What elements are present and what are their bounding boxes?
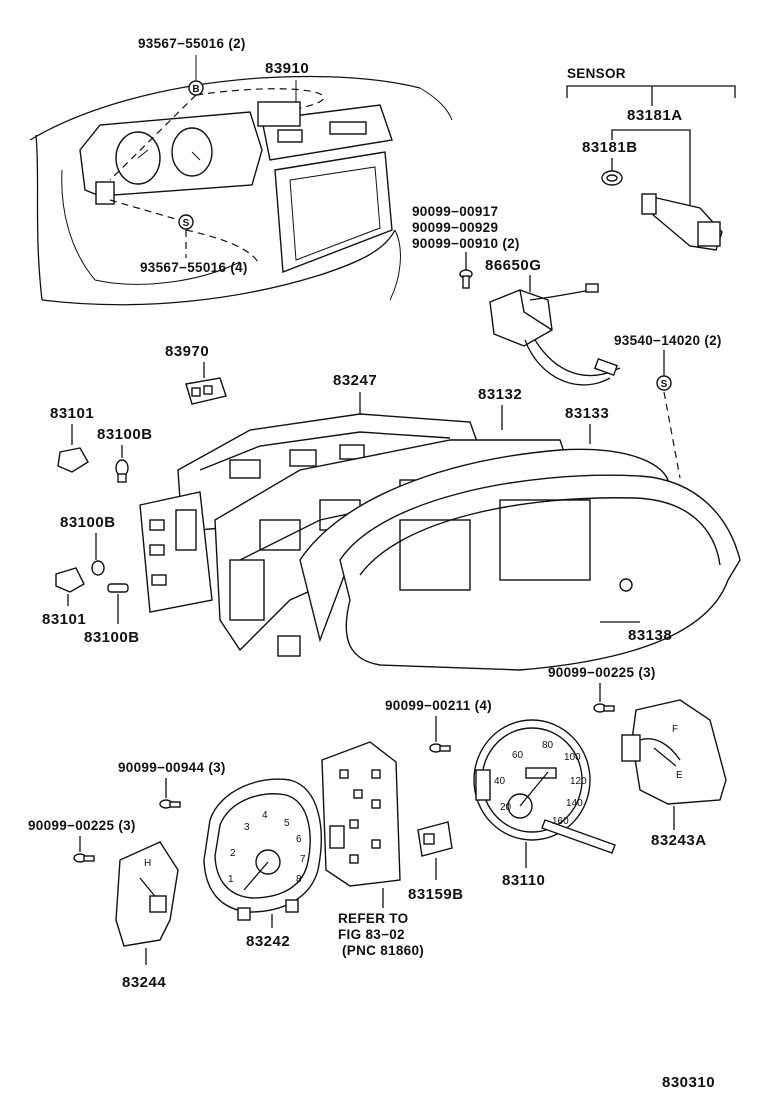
svg-text:3: 3 [244, 822, 250, 833]
svg-text:160: 160 [552, 816, 569, 827]
speedometer-83110: 20 40 60 80 100 120 140 160 [473, 719, 616, 854]
svg-text:120: 120 [570, 776, 587, 787]
diagram-number: 830310 [662, 1074, 715, 1091]
label-90099-00211: 90099−00211 (4) [385, 698, 492, 713]
svg-text:5: 5 [284, 818, 290, 829]
label-83247: 83247 [333, 372, 377, 389]
svg-text:E: E [676, 770, 683, 781]
label-83100B-bot: 83100B [84, 629, 140, 646]
badge-s-left: S [178, 214, 194, 230]
label-83970: 83970 [165, 343, 209, 360]
svg-text:100: 100 [564, 752, 581, 763]
label-83910: 83910 [265, 60, 309, 77]
label-83132: 83132 [478, 386, 522, 403]
socket-83101-top [57, 447, 89, 473]
label-93540-14020: 93540−14020 (2) [614, 333, 722, 348]
label-83110: 83110 [502, 872, 545, 889]
left-panel [139, 491, 213, 613]
svg-text:20: 20 [500, 802, 512, 813]
connector-83159B [417, 821, 453, 857]
svg-text:80: 80 [542, 740, 554, 751]
label-90099-00225-right: 90099−00225 (3) [548, 665, 656, 680]
label-83101-top: 83101 [50, 405, 94, 422]
label-86650G: 86650G [485, 257, 541, 274]
screw-90099-00225-left [73, 853, 95, 863]
svg-text:1: 1 [228, 874, 234, 885]
svg-text:B: B [192, 84, 199, 95]
screw-90099-00211 [429, 743, 451, 753]
svg-text:F: F [672, 724, 678, 735]
gauge-83244: H [115, 841, 179, 947]
label-83159B: 83159B [408, 886, 464, 903]
svg-text:8: 8 [296, 874, 302, 885]
label-90099-00225-left: 90099−00225 (3) [28, 818, 136, 833]
label-83243A: 83243A [651, 832, 707, 849]
label-90099-00917: 90099−00917 [412, 204, 498, 219]
label-90099-00910: 90099−00910 (2) [412, 236, 520, 251]
label-refer-fig: FIG 83−02 [338, 927, 405, 942]
label-refer-pnc: (PNC 81860) [342, 943, 424, 958]
label-83100B-mid: 83100B [60, 514, 116, 531]
gauge-83243A: F E [621, 699, 727, 805]
lens-83138 [339, 474, 741, 671]
svg-text:6: 6 [296, 834, 302, 845]
label-90099-00929: 90099−00929 [412, 220, 498, 235]
screw-90099-00225-right [593, 703, 615, 713]
svg-text:S: S [661, 379, 668, 390]
label-83242: 83242 [246, 933, 290, 950]
label-83133: 83133 [565, 405, 609, 422]
label-93567-55016-4: 93567−55016 (4) [140, 260, 248, 275]
connector-83970 [185, 377, 227, 405]
label-83138: 83138 [628, 627, 672, 644]
screw-90099-00944 [159, 799, 181, 809]
screw-90099-00910 [459, 269, 473, 289]
module-86650G [489, 283, 621, 386]
badge-s-right: S [656, 375, 672, 391]
svg-text:40: 40 [494, 776, 506, 787]
svg-text:2: 2 [230, 848, 236, 859]
bulb-83100B-top [115, 459, 129, 483]
svg-text:H: H [144, 858, 151, 869]
sensor-ring [601, 170, 623, 186]
label-sensor: SENSOR [567, 66, 626, 81]
bulb-83100B-mid [91, 560, 105, 576]
label-83100B-top: 83100B [97, 426, 153, 443]
bulb-83100B-bot [107, 583, 129, 593]
label-83181B: 83181B [582, 139, 638, 156]
label-refer-to: REFER TO [338, 911, 408, 926]
svg-text:7: 7 [300, 854, 306, 865]
printed-circuit [321, 741, 401, 887]
svg-text:60: 60 [512, 750, 524, 761]
speed-sensor [641, 193, 723, 251]
dashboard-illustration [29, 75, 453, 306]
svg-text:S: S [183, 218, 190, 229]
label-93567-55016-2: 93567−55016 (2) [138, 36, 246, 51]
label-90099-00944: 90099−00944 (3) [118, 760, 226, 775]
label-83181A: 83181A [627, 107, 683, 124]
tachometer-83242: 1 2 3 4 5 6 7 8 [203, 778, 322, 921]
label-83244: 83244 [122, 974, 166, 991]
socket-83101-bot [55, 567, 85, 593]
badge-b: B [188, 80, 204, 96]
svg-text:140: 140 [566, 798, 583, 809]
svg-text:4: 4 [262, 810, 268, 821]
label-83101-bot: 83101 [42, 611, 86, 628]
